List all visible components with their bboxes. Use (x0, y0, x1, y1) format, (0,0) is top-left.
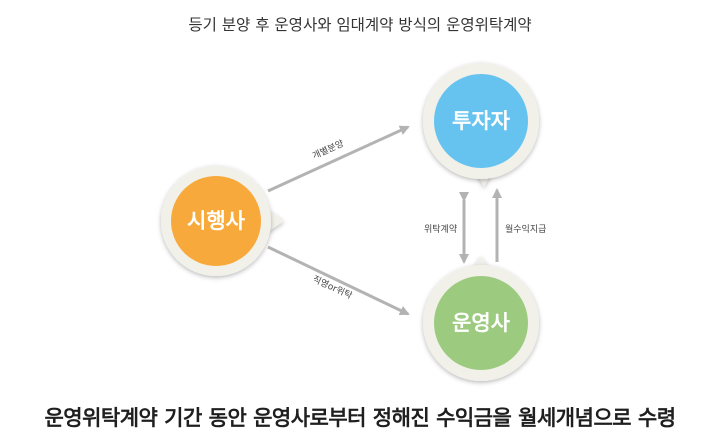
diagram-title: 등기 분양 후 운영사와 임대계약 방식의 운영위탁계약 (188, 16, 532, 34)
investor-label: 투자자 (452, 109, 511, 133)
investor-circle (434, 74, 528, 168)
arrow-developer-to-investor (267, 125, 410, 193)
operator-circle (434, 276, 528, 370)
arrow-developer-to-operator (267, 245, 410, 316)
node-developer: 시행사 (161, 166, 284, 276)
node-operator: 운영사 (423, 256, 539, 381)
developer-circle (171, 176, 261, 266)
edge-label-consignment-contract: 위탁계약 (424, 223, 457, 235)
edge-label-monthly-income: 월수익지급 (505, 223, 546, 235)
operator-label: 운영사 (452, 311, 511, 335)
diagram-caption: 운영위탁계약 기간 동안 운영사로부터 정해진 수익금을 월세개념으로 수령 (44, 406, 676, 430)
developer-label: 시행사 (187, 209, 246, 233)
node-investor: 투자자 (423, 63, 539, 187)
